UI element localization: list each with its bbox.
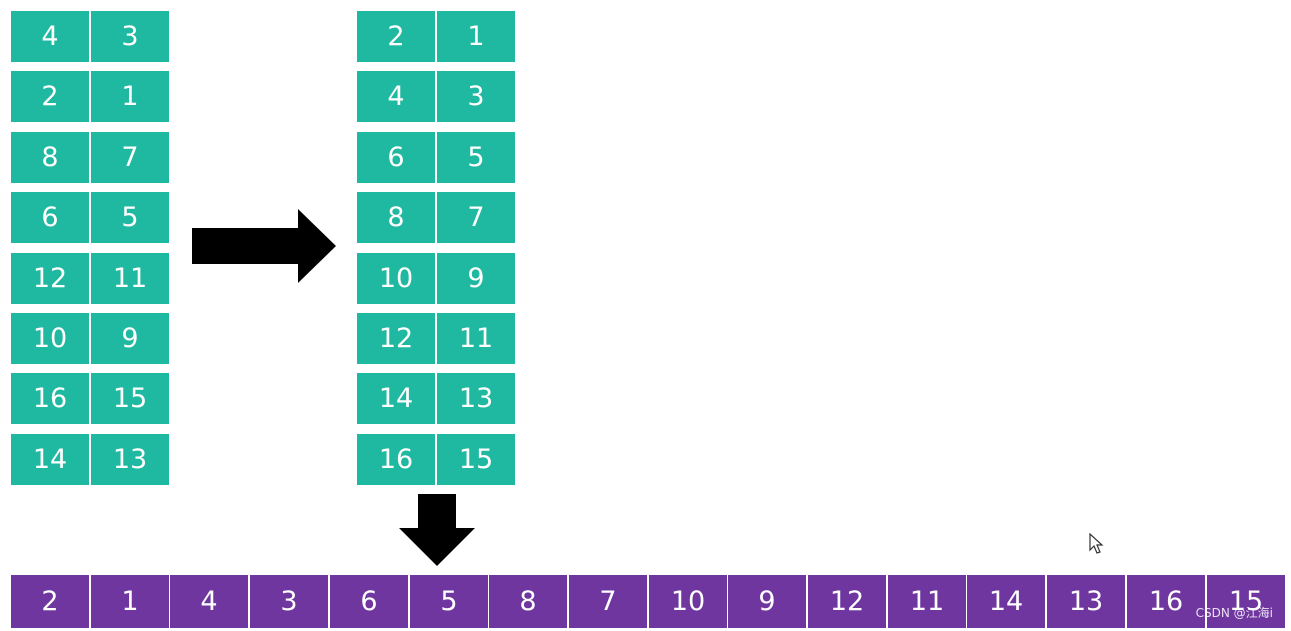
down-arrow-icon <box>399 494 475 566</box>
bottom-row-cell: 12 <box>808 575 886 628</box>
right-table-cell: 15 <box>437 434 515 485</box>
bottom-row-cell: 10 <box>649 575 727 628</box>
right-table-cell: 11 <box>437 313 515 364</box>
right-table-cell: 12 <box>357 313 435 364</box>
right-table-cell: 1 <box>437 11 515 62</box>
left-table-cell: 13 <box>91 434 169 485</box>
left-table-cell: 2 <box>11 71 89 122</box>
bottom-row-cell: 13 <box>1047 575 1125 628</box>
watermark: CSDN @江海i <box>1195 606 1273 620</box>
right-table-cell: 4 <box>357 71 435 122</box>
bottom-row-cell: 9 <box>728 575 806 628</box>
right-table-cell: 9 <box>437 253 515 304</box>
bottom-row-cell: 3 <box>250 575 328 628</box>
left-table-cell: 9 <box>91 313 169 364</box>
left-table-cell: 12 <box>11 253 89 304</box>
bottom-row-cell: 14 <box>967 575 1045 628</box>
left-table-cell: 3 <box>91 11 169 62</box>
left-table-cell: 16 <box>11 373 89 424</box>
bottom-row-cell: 4 <box>170 575 248 628</box>
left-table-cell: 11 <box>91 253 169 304</box>
left-table-cell: 14 <box>11 434 89 485</box>
right-table-cell: 14 <box>357 373 435 424</box>
right-arrow-icon <box>192 209 336 283</box>
left-table-cell: 1 <box>91 71 169 122</box>
left-table-cell: 10 <box>11 313 89 364</box>
left-table-cell: 5 <box>91 192 169 243</box>
right-table-cell: 5 <box>437 132 515 183</box>
left-table-cell: 4 <box>11 11 89 62</box>
left-table-cell: 6 <box>11 192 89 243</box>
left-table-cell: 8 <box>11 132 89 183</box>
bottom-row-cell: 8 <box>489 575 567 628</box>
right-table-cell: 6 <box>357 132 435 183</box>
bottom-row-cell: 5 <box>410 575 488 628</box>
bottom-row-cell: 2 <box>11 575 89 628</box>
bottom-row-cell: 11 <box>888 575 966 628</box>
left-table-cell: 7 <box>91 132 169 183</box>
bottom-row-cell: 6 <box>330 575 408 628</box>
bottom-row-cell: 1 <box>91 575 169 628</box>
mouse-cursor-icon <box>1089 533 1104 554</box>
right-table-cell: 7 <box>437 192 515 243</box>
right-table-cell: 16 <box>357 434 435 485</box>
right-table-cell: 2 <box>357 11 435 62</box>
left-table-cell: 15 <box>91 373 169 424</box>
bottom-row-cell: 7 <box>569 575 647 628</box>
right-table-cell: 3 <box>437 71 515 122</box>
bottom-row-cell: 16 <box>1127 575 1205 628</box>
bottom-row-cell: 15 <box>1207 575 1285 628</box>
right-table-cell: 10 <box>357 253 435 304</box>
right-table-cell: 8 <box>357 192 435 243</box>
right-table-cell: 13 <box>437 373 515 424</box>
